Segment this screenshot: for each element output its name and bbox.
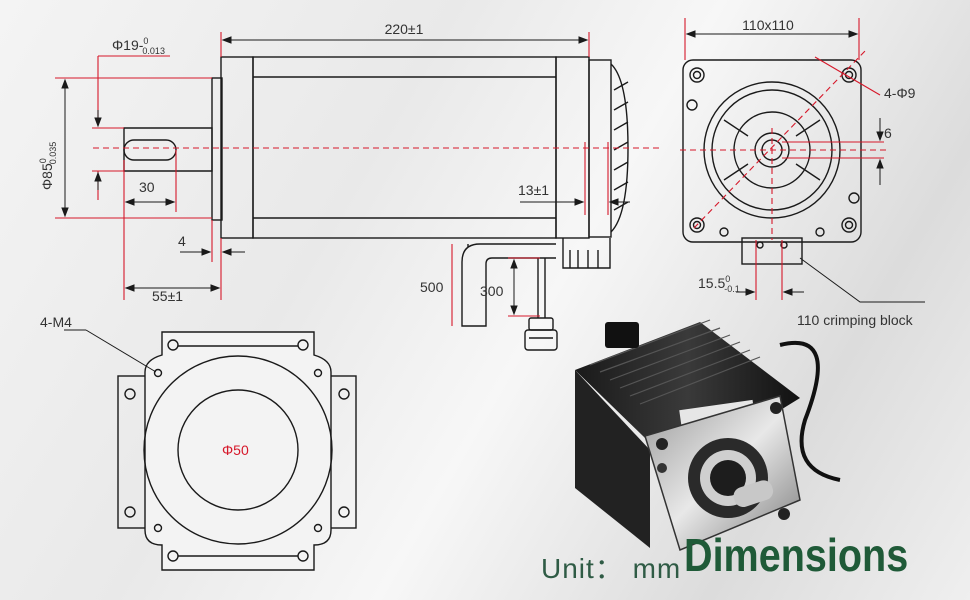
- rear-view: [64, 329, 357, 571]
- cable-length-300: 300: [480, 283, 504, 299]
- thread-holes-label: 4-M4: [40, 314, 72, 330]
- shaft-outline: [123, 127, 213, 172]
- shaft-length-label: 55±1: [152, 288, 183, 304]
- flange-thickness-label: 4: [178, 233, 186, 249]
- dimensions-title: Dimensions: [684, 529, 909, 581]
- side-arrows: [61, 36, 630, 316]
- encoder-plug: [528, 317, 554, 331]
- center-diameter-label: Φ50: [222, 442, 249, 458]
- side-connector: [562, 238, 611, 269]
- photo-body: [575, 322, 800, 472]
- key-slot: [123, 139, 177, 161]
- mount-holes-label: 4-Φ9: [884, 85, 916, 101]
- motor-photo: [575, 319, 841, 552]
- photo-shaft: [733, 480, 774, 508]
- cable: [461, 243, 556, 327]
- photo-cable: [779, 340, 841, 482]
- key-height-label: 6: [884, 125, 892, 141]
- front-width-label: 110x110: [742, 17, 794, 33]
- side-view: [123, 56, 629, 351]
- side-dimensions: [55, 32, 660, 326]
- crimping-block-label: 110 crimping block: [797, 312, 914, 328]
- unit-label: Unit： mm: [541, 553, 682, 584]
- key-width-label: 15.50-0.1: [698, 274, 740, 294]
- front-dimensions: [680, 18, 886, 300]
- front-flange-square: [682, 59, 862, 243]
- photo-connector: [605, 322, 639, 348]
- mount-hole: [689, 67, 705, 83]
- key-length-label: 30: [139, 179, 155, 195]
- flange-boss: [211, 77, 223, 221]
- front-arrows: [685, 30, 884, 296]
- flange-diameter-label: Φ8500.035: [38, 142, 58, 190]
- rear-center-circle: [177, 389, 299, 511]
- rear-offset-label: 13±1: [518, 182, 549, 198]
- cable-length-500: 500: [420, 279, 444, 295]
- length-label: 220±1: [385, 21, 424, 37]
